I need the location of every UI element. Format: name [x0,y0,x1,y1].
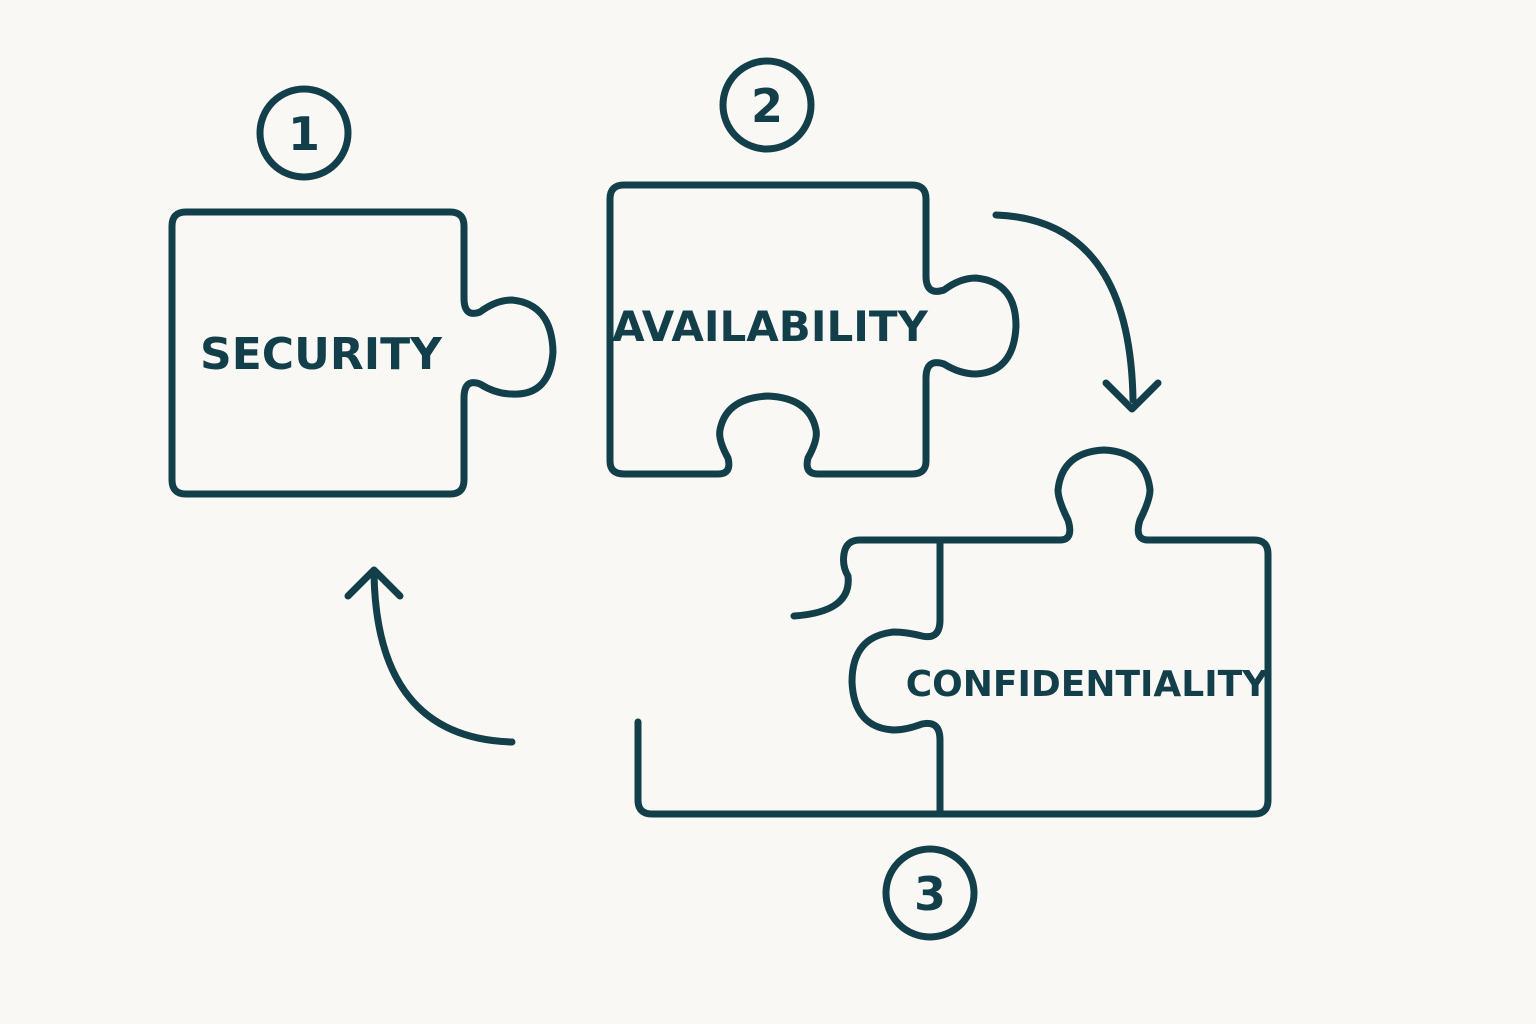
step-circle-2 [719,57,815,153]
arrow-confidentiality-to-security [344,566,516,746]
puzzle-outline-confidentiality [936,446,1272,818]
piece-label-security: SECURITY [200,329,443,380]
step-circle-1 [256,85,352,181]
puzzle-outline-security [168,208,557,498]
step-number-3: 3 [914,867,946,921]
arrow-curve-right [992,211,1137,404]
step-circle-3 [882,845,978,941]
arrowhead-down-icon [1102,379,1162,413]
step-badge-2: 2 [719,57,815,153]
puzzle-divider-line [848,536,944,818]
puzzle-piece-security: SECURITY [168,208,557,498]
arrow-curve-left [370,568,516,746]
puzzle-outline-availability [606,181,1020,478]
step-number-2: 2 [751,79,783,133]
piece-label-confidentiality: CONFIDENTIALITY [906,664,1269,705]
step-number-1: 1 [288,107,320,161]
puzzle-piece-availability: AVAILABILITY [606,181,1020,478]
puzzle-outline-left-bottom [634,718,944,818]
step-badge-3: 3 [882,845,978,941]
arrow-availability-to-confidentiality [992,211,1162,413]
puzzle-piece-confidentiality: CONFIDENTIALITY [634,446,1272,818]
piece-label-availability: AVAILABILITY [612,302,928,351]
step-badge-1: 1 [256,85,352,181]
puzzle-outline-left-piece [790,536,944,620]
arrowhead-up-icon [344,566,404,600]
